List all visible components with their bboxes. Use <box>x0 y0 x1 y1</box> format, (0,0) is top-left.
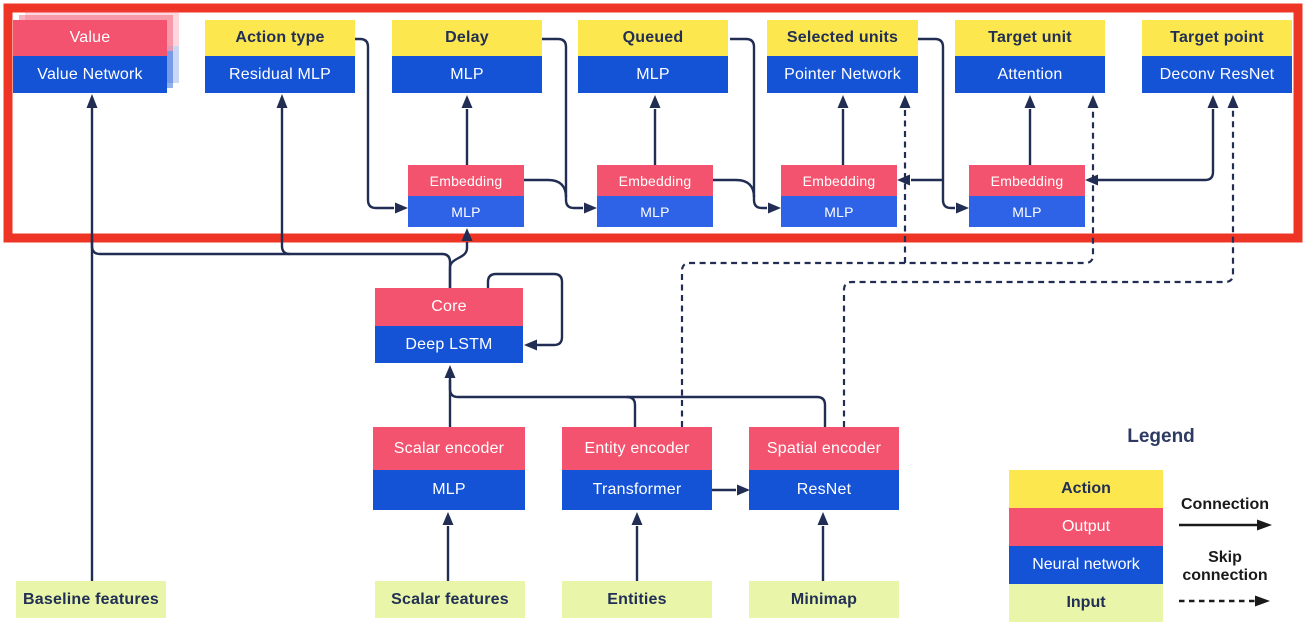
skip-spatial-to-deconv-resnet <box>842 109 1235 427</box>
deep-lstm-label: Deep LSTM <box>375 326 523 363</box>
embedding-2-label: Embedding <box>597 165 713 196</box>
core-box: Core Deep LSTM <box>375 288 523 363</box>
value-network-label: Value Network <box>13 56 167 93</box>
action-type-box: Action type Residual MLP <box>205 20 355 93</box>
legend-item-output: Output <box>1009 508 1163 546</box>
transformer-label: Transformer <box>562 470 712 510</box>
legend-item-input: Input <box>1009 584 1163 622</box>
arrow-queued-to-embedding-3 <box>730 37 767 210</box>
arrow-delay-to-embedding-2 <box>542 37 583 210</box>
input-minimap: Minimap <box>749 581 899 618</box>
embedding-4-mlp-label: MLP <box>969 196 1085 227</box>
connection-arrow-icon <box>1179 519 1272 531</box>
legend-item-neural-network: Neural network <box>1009 546 1163 584</box>
arrow-core-to-embedding-1 <box>448 242 469 288</box>
target-unit-box: Target unit Attention <box>955 20 1105 93</box>
scalar-encoder-label: Scalar encoder <box>373 427 525 470</box>
embedding-4-box: Embedding MLP <box>969 165 1085 227</box>
residual-mlp-label: Residual MLP <box>205 56 355 93</box>
queued-mlp-label: MLP <box>578 56 728 93</box>
arrow-selected-units-to-embedding-4 <box>918 37 955 210</box>
arrowheads <box>86 94 1239 525</box>
delay-label: Delay <box>392 20 542 56</box>
baseline-features-label: Baseline features <box>16 581 166 618</box>
scalar-features-label: Scalar features <box>375 581 525 618</box>
embedding-3-label: Embedding <box>781 165 897 196</box>
resnet-label: ResNet <box>749 470 899 510</box>
embedding-4-label: Embedding <box>969 165 1085 196</box>
selected-units-label: Selected units <box>767 20 918 56</box>
legend-box: Action Output Neural network Input <box>1009 470 1163 622</box>
skip-entity-to-attention <box>680 109 1095 427</box>
delay-box: Delay MLP <box>392 20 542 93</box>
embedding-3-box: Embedding MLP <box>781 165 897 227</box>
connection-label: Connection <box>1181 496 1269 513</box>
entity-encoder-label: Entity encoder <box>562 427 712 470</box>
arrow-embedding-4-to-deconv-resnet <box>1098 109 1215 182</box>
pointer-network-label: Pointer Network <box>767 56 918 93</box>
core-label: Core <box>375 288 523 326</box>
skip-connection-arrow-icon <box>1179 595 1270 607</box>
queued-label: Queued <box>578 20 728 56</box>
arrow-action-type-to-embedding-1 <box>355 37 394 210</box>
entities-label: Entities <box>562 581 712 618</box>
entity-encoder-box: Entity encoder Transformer <box>562 427 712 510</box>
input-baseline-features: Baseline features <box>16 581 166 618</box>
selected-units-box: Selected units Pointer Network <box>767 20 918 93</box>
line-entity-to-core <box>626 395 637 427</box>
embedding-2-mlp-label: MLP <box>597 196 713 227</box>
embedding-1-label: Embedding <box>408 165 524 196</box>
embedding-3-mlp-label: MLP <box>781 196 897 227</box>
scalar-mlp-label: MLP <box>373 470 525 510</box>
embedding-1-box: Embedding MLP <box>408 165 524 227</box>
red-highlight-border <box>3 3 1303 243</box>
minimap-label: Minimap <box>749 581 899 618</box>
arrow-core-to-residual-mlp <box>280 100 291 256</box>
value-output-label: Value <box>13 20 167 56</box>
attention-label: Attention <box>955 56 1105 93</box>
line-core-to-left <box>90 240 452 288</box>
line-embedding-2-out <box>713 178 756 198</box>
legend-title: Legend <box>1127 426 1195 447</box>
embedding-2-box: Embedding MLP <box>597 165 713 227</box>
spatial-encoder-label: Spatial encoder <box>749 427 899 470</box>
core-recurrent-loop <box>486 272 564 347</box>
target-point-box: Target point Deconv ResNet <box>1142 20 1292 93</box>
deconv-resnet-label: Deconv ResNet <box>1142 56 1292 93</box>
action-type-label: Action type <box>205 20 355 56</box>
scalar-encoder-box: Scalar encoder MLP <box>373 427 525 510</box>
input-scalar-features: Scalar features <box>375 581 525 618</box>
queued-box: Queued MLP <box>578 20 728 93</box>
embedding-1-mlp-label: MLP <box>408 196 524 227</box>
target-point-label: Target point <box>1142 20 1292 56</box>
input-entities: Entities <box>562 581 712 618</box>
line-spatial-to-core <box>448 380 827 427</box>
value-head-box: Value Value Network <box>13 20 167 93</box>
target-unit-label: Target unit <box>955 20 1105 56</box>
line-embedding-1-out <box>524 178 568 198</box>
spatial-encoder-box: Spatial encoder ResNet <box>749 427 899 510</box>
delay-mlp-label: MLP <box>392 56 542 93</box>
legend-item-action: Action <box>1009 470 1163 508</box>
